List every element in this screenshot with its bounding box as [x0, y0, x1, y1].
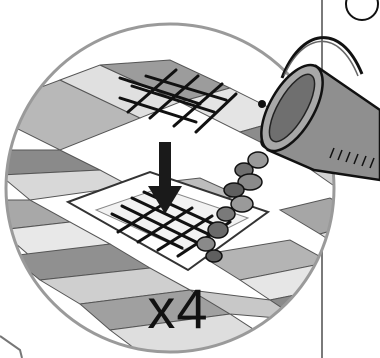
corner-line	[0, 336, 22, 358]
corner-circle	[346, 0, 378, 20]
count-label: x4	[147, 277, 208, 340]
